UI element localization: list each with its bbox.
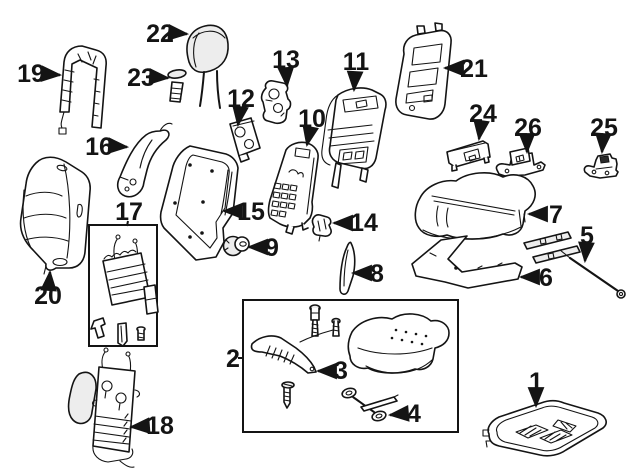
callout-6: 6 [518, 264, 553, 292]
callout-1: 1 [527, 368, 545, 409]
part-25-drawing [583, 153, 619, 179]
callout-16-arrow [107, 137, 130, 155]
callout-21: 21 [442, 55, 488, 83]
callout-8: 8 [350, 260, 384, 288]
callout-13: 13 [272, 46, 300, 89]
part-11-drawing [321, 87, 387, 189]
callout-18: 18 [128, 412, 174, 440]
callout-26-label: 26 [514, 114, 542, 142]
callout-6-label: 6 [539, 264, 553, 292]
callout-17: 17 [115, 198, 143, 227]
callout-7-label: 7 [549, 201, 563, 229]
part-6-drawing [411, 235, 523, 289]
callout-19-label: 19 [17, 60, 45, 88]
part-2-cushion-pad-drawing [347, 313, 450, 374]
callout-17-tick [126, 220, 129, 227]
callout-18-label: 18 [146, 412, 174, 440]
part-1-drawing [482, 399, 607, 457]
part-18-drawing [67, 347, 140, 468]
part-4-drawing [341, 387, 399, 422]
part-10-drawing [267, 141, 319, 235]
part-21-drawing [395, 22, 452, 120]
callout-14-label: 14 [350, 209, 378, 237]
callout-18-arrow [128, 417, 151, 435]
part-15-drawing [159, 145, 239, 261]
part-5-drawing [523, 231, 626, 299]
part-13-drawing [260, 80, 292, 125]
callout-13-label: 13 [272, 46, 300, 74]
part-14-drawing [311, 214, 332, 242]
callout-21-label: 21 [460, 55, 488, 83]
part-17-drawing [90, 234, 159, 347]
callout-3: 3 [315, 357, 348, 385]
callout-2: 2 [226, 345, 244, 373]
callout-17-label: 17 [115, 198, 143, 226]
callout-23: 23 [127, 64, 171, 92]
callout-22-arrow [167, 24, 190, 41]
callout-26: 26 [514, 114, 542, 155]
part-8-drawing [339, 241, 356, 295]
callout-11: 11 [343, 48, 370, 93]
callout-11-arrow [346, 70, 364, 93]
callout-22-label: 22 [146, 20, 174, 48]
callout-9-label: 9 [265, 234, 279, 262]
callout-13-arrow [277, 66, 295, 89]
callout-14: 14 [331, 209, 378, 237]
callout-10-label: 10 [298, 105, 326, 133]
callout-25: 25 [590, 114, 618, 155]
callout-24-label: 24 [469, 100, 497, 128]
callout-16: 16 [85, 133, 130, 161]
group-box-2 [242, 299, 459, 433]
part-26-drawing [495, 147, 546, 177]
part-3-drawing [250, 335, 317, 409]
callout-11-label: 11 [343, 48, 370, 76]
callout-20: 20 [34, 269, 62, 310]
part-22-drawing [186, 24, 229, 109]
callout-20-arrow [40, 269, 57, 292]
callout-12-arrow [232, 105, 249, 128]
callout-19: 19 [17, 60, 63, 88]
callout-10-arrow [302, 124, 319, 148]
callout-16-label: 16 [85, 133, 113, 161]
part-9-drawing [222, 235, 250, 257]
callout-5-label: 5 [580, 222, 594, 250]
callout-12-label: 12 [227, 85, 255, 113]
callout-8-label: 8 [370, 260, 384, 288]
callout-3-label: 3 [334, 357, 348, 385]
callout-24-arrow [473, 119, 490, 142]
part-23-drawing [167, 69, 187, 103]
part-20-drawing [19, 156, 91, 275]
part-24-drawing [446, 140, 491, 172]
callout-22: 22 [146, 20, 190, 48]
part-19-drawing [58, 45, 107, 135]
callout-2-label: 2 [226, 345, 240, 373]
callout-15-label: 15 [237, 198, 265, 226]
callout-25-label: 25 [590, 114, 618, 142]
callout-23-label: 23 [127, 64, 155, 92]
part-12-drawing [229, 117, 261, 163]
callout-15: 15 [221, 198, 265, 226]
part-2-kit-drawing [299, 304, 341, 343]
part-16-drawing [116, 122, 173, 198]
callouts: 1 2 3 4 5 6 7 8 [17, 20, 618, 440]
callout-12: 12 [227, 85, 255, 128]
callout-20-label: 20 [34, 282, 62, 310]
callout-9: 9 [246, 234, 279, 262]
callout-10: 10 [298, 105, 326, 148]
callout-19-arrow [40, 65, 63, 83]
callout-24: 24 [469, 100, 497, 142]
callout-7: 7 [526, 201, 563, 229]
callout-25-arrow [594, 132, 612, 155]
callout-5-arrow [578, 241, 595, 264]
callout-5: 5 [578, 222, 595, 264]
callout-23-arrow [148, 68, 171, 85]
callout-4: 4 [387, 400, 421, 428]
callout-4-label: 4 [407, 400, 421, 428]
callout-4-arrow [387, 405, 410, 422]
callout-1-label: 1 [529, 368, 543, 396]
part-7-drawing [414, 172, 536, 240]
